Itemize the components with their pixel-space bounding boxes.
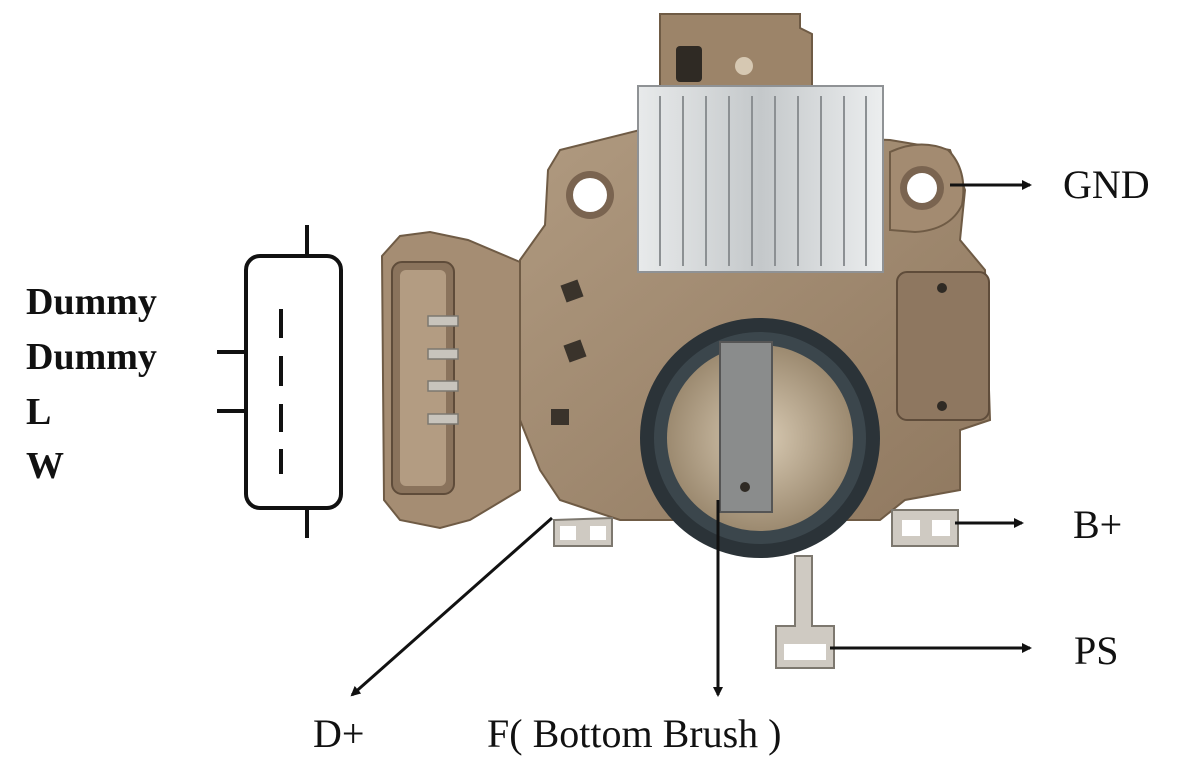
d-plus-arrow <box>350 516 553 697</box>
label-f-bottom-brush: F( Bottom Brush ) <box>487 711 781 756</box>
label-d-plus: D+ <box>313 711 364 756</box>
pin-label-dummy-2: Dummy <box>26 336 157 378</box>
terminal-arrows <box>350 180 1032 697</box>
label-b-plus: B+ <box>1073 502 1122 547</box>
pin-label-w: W <box>26 445 64 487</box>
label-ps: PS <box>1074 628 1119 673</box>
pin-label-dummy-1: Dummy <box>26 281 157 323</box>
pin-label-l: L <box>26 391 51 433</box>
label-gnd: GND <box>1063 162 1150 207</box>
connector-symbol <box>217 225 343 538</box>
regulator-illustration <box>380 13 992 669</box>
